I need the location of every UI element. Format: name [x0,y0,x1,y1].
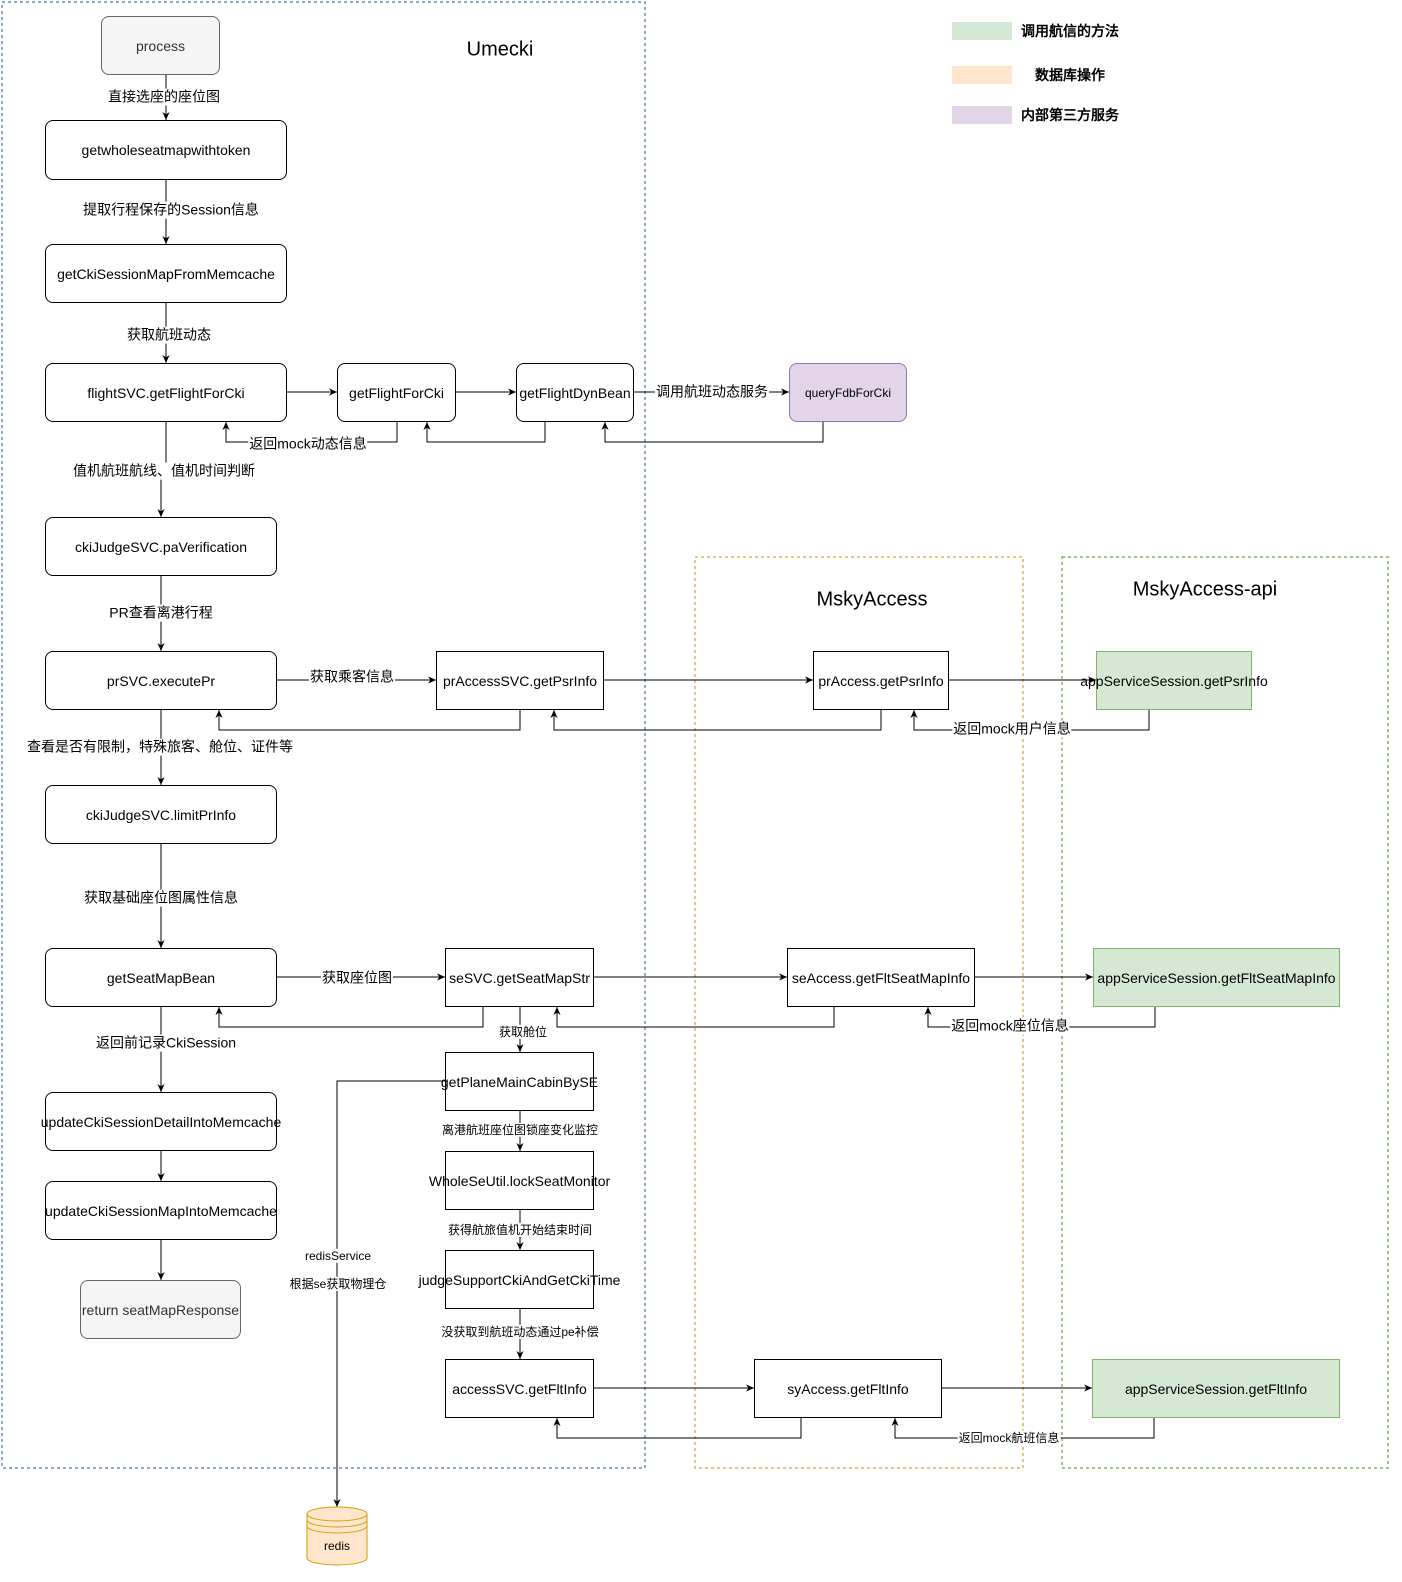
edge-label-pe-compensation: 没获取到航班动态通过pe补偿 [440,1324,600,1340]
node-redis-label: redis [323,1539,351,1553]
redis-datastore-icon [306,1506,368,1566]
node-label: getwholeseatmapwithtoken [81,142,251,158]
edge-label-seat-lock-monitor: 离港航班座位图锁座变化监控 [440,1122,600,1138]
node-label: updateCkiSessionDetailIntoMemcache [40,1113,282,1130]
node-ckijudgesvc-limitprinfo: ckiJudgeSVC.limitPrInfo [45,785,277,844]
node-getckisessionmapfrommemcache: getCkiSessionMapFromMemcache [45,244,287,303]
container-title-msky-access: MskyAccess [816,588,928,611]
node-label: getSeatMapBean [106,969,216,986]
node-getplanemaincabinbyse: getPlaneMainCabinBySE [441,1052,598,1111]
node-label: WholeSeUtil.lockSeatMonitor [428,1172,611,1189]
node-label: ckiJudgeSVC.limitPrInfo [85,806,237,823]
edge-label-get-passenger-info: 获取乘客信息 [309,668,395,686]
node-label: accessSVC.getFltInfo [452,1380,587,1397]
edge-return-praccess [550,710,882,731]
node-label: getPlaneMainCabinBySE [440,1073,599,1090]
container-msky-access [694,556,1024,1469]
node-label: process [135,37,186,54]
node-getflightforcki: getFlightForCki [337,363,456,422]
edge-label-return-mock-seat: 返回mock座位信息 [950,1017,1070,1035]
node-label: ckiJudgeSVC.paVerification [75,538,247,555]
node-appservicesession-getpsrinfo: appServiceSession.getPsrInfo [1080,651,1268,710]
edge-return-queryfdb [601,422,824,443]
container-msky-access-api [1061,556,1389,1469]
node-praccess-getpsrinfo: prAccess.getPsrInfo [813,651,949,710]
node-label: judgeSupportCkiAndGetCkiTime [418,1271,621,1288]
node-seaccess-getfltseatmapinfo: seAccess.getFltSeatMapInfo [787,948,975,1007]
node-process: process [101,16,220,75]
node-getseatmapbean: getSeatMapBean [45,948,277,1007]
node-wholeseutil-lockseatmonitor: WholeSeUtil.lockSeatMonitor [429,1151,610,1210]
node-label: getFlightForCki [349,384,444,401]
container-title-umecki: Umecki [466,38,534,61]
node-label: queryFdbForCki [804,385,892,400]
edge-return-praccesssvc [215,710,521,731]
edge-label-get-checkin-window: 获得航旅值机开始结束时间 [446,1222,594,1238]
node-label: getCkiSessionMapFromMemcache [57,265,275,282]
edge-return-syaccess [553,1418,802,1439]
node-sesvc-getseatmapstr: seSVC.getSeatMapStr [445,948,594,1007]
edge-label-pr-view-itinerary: PR查看离港行程 [108,604,214,622]
edge-label-get-cabin: 获取舱位 [497,1024,549,1040]
node-appservicesession-getfltinfo: appServiceSession.getFltInfo [1092,1359,1340,1418]
edge-label-physical-cabin-by-se: 根据se获取物理仓 [288,1276,388,1292]
node-label: flightSVC.getFlightForCki [87,384,245,401]
edge-label-get-base-seat-map-attrs: 获取基础座位图属性信息 [83,889,239,907]
node-getflightdynbean: getFlightDynBean [516,363,634,422]
node-praccesssvc-getpsrinfo: prAccessSVC.getPsrInfo [436,651,604,710]
container-umecki [1,1,646,1469]
legend-swatch-third-party [952,106,1012,124]
edge-return-getflightdynbean [423,422,546,443]
node-flightsvc-getflightforcki: flightSVC.getFlightForCki [45,363,287,422]
node-updateckisessionmapintomemcache: updateCkiSessionMapIntoMemcache [45,1181,277,1240]
edge-label-call-flight-dynamic-service: 调用航班动态服务 [655,383,769,401]
node-label: return seatMapResponse [81,1301,240,1318]
legend-swatch-database [952,66,1012,84]
node-label: appServiceSession.getFltSeatMapInfo [1097,969,1336,986]
node-label: seAccess.getFltSeatMapInfo [791,969,971,986]
legend-label-database: 数据库操作 [1035,67,1105,83]
legend-swatch-hangxin [952,22,1012,40]
node-label: appServiceSession.getPsrInfo [1080,672,1268,689]
edge-label-record-session-before-return: 返回前记录CkiSession [94,1034,238,1052]
node-getwholeseatmapwithtoken: getwholeseatmapwithtoken [45,120,287,180]
node-judgesupportckiandgetckitime: judgeSupportCkiAndGetCkiTime [419,1250,620,1309]
edge-return-sesvc [215,1007,484,1028]
node-label: seSVC.getSeatMapStr [449,969,590,986]
node-return-seatmapresponse: return seatMapResponse [80,1280,241,1339]
node-label: prSVC.executePr [106,672,216,689]
legend-label-hangxin: 调用航信的方法 [1021,23,1119,39]
node-accesssvc-getfltinfo: accessSVC.getFltInfo [445,1359,594,1418]
container-title-msky-access-api: MskyAccess-api [1132,578,1278,601]
edge-return-seaccess [553,1007,835,1028]
node-label: prAccess.getPsrInfo [818,672,944,689]
edge-label-return-mock-flight: 返回mock航班信息 [957,1430,1061,1446]
node-prsvc-executepr: prSVC.executePr [45,651,277,710]
edge-label-get-flight-dynamic: 获取航班动态 [126,326,212,344]
edge-label-redis-service: redisService [303,1248,373,1264]
legend-label-third-party: 内部第三方服务 [1021,107,1119,123]
edge-label-extract-session: 提取行程保存的Session信息 [82,201,260,219]
edge-label-direct-seat-select: 直接选座的座位图 [107,88,221,106]
edge-getplanemaincabin-to-redis [333,1080,445,1507]
node-ckijudgesvc-paverification: ckiJudgeSVC.paVerification [45,517,277,576]
node-queryfdbforcki: queryFdbForCki [789,363,907,422]
edge-label-return-mock-dynamic: 返回mock动态信息 [248,435,368,453]
edge-label-check-restrictions: 查看是否有限制，特殊旅客、舱位、证件等 [26,738,294,756]
node-label: updateCkiSessionMapIntoMemcache [45,1202,277,1219]
node-label: appServiceSession.getFltInfo [1124,1380,1308,1397]
node-syaccess-getfltinfo: syAccess.getFltInfo [754,1359,942,1418]
node-label: syAccess.getFltInfo [787,1380,909,1397]
node-appservicesession-getfltseatmapinfo: appServiceSession.getFltSeatMapInfo [1093,948,1340,1007]
edge-label-return-mock-user: 返回mock用户信息 [952,720,1072,738]
edge-label-get-seat-map: 获取座位图 [321,969,393,987]
node-label: getFlightDynBean [519,384,631,401]
node-updateckisessiondetailintomemcache: updateCkiSessionDetailIntoMemcache [41,1092,281,1151]
node-label: prAccessSVC.getPsrInfo [442,672,598,689]
edge-label-route-time-check: 值机航班航线、值机时间判断 [72,462,256,480]
